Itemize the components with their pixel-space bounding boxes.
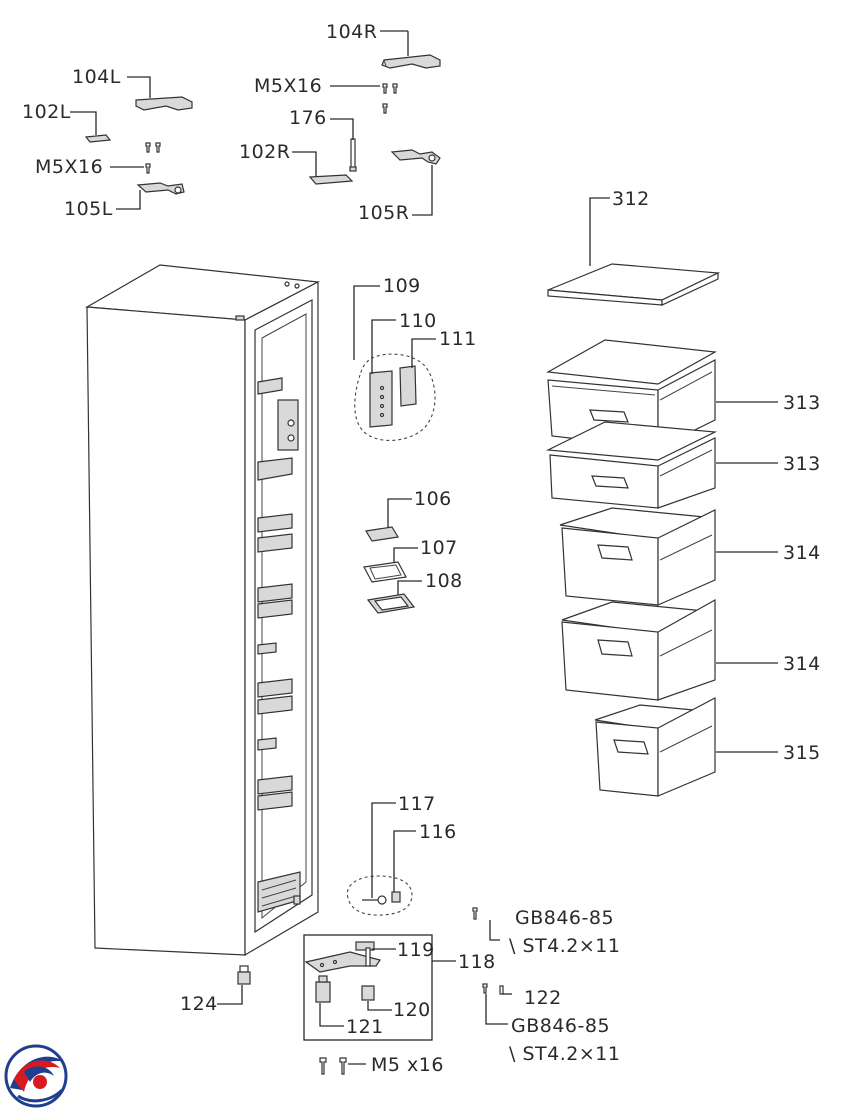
label-176: 176 bbox=[289, 107, 327, 129]
label-105L: 105L bbox=[64, 198, 113, 220]
display-group-109 bbox=[354, 353, 436, 441]
label-107: 107 bbox=[420, 537, 458, 559]
label-111: 111 bbox=[439, 328, 477, 350]
label-105R: 105R bbox=[358, 202, 409, 224]
label-109: 109 bbox=[383, 275, 421, 297]
label-117: 117 bbox=[398, 793, 436, 815]
leveling-foot-124 bbox=[237, 965, 251, 985]
box-118 bbox=[303, 934, 433, 1041]
refrigerator-cabinet bbox=[85, 264, 321, 957]
label-122: 122 bbox=[524, 987, 562, 1009]
pin-176 bbox=[349, 138, 357, 172]
drawer-314-lower bbox=[561, 598, 716, 701]
label-104L: 104L bbox=[72, 66, 121, 88]
label-104R: 104R bbox=[326, 21, 377, 43]
drawer-314-upper bbox=[559, 507, 716, 606]
label-315: 315 bbox=[783, 742, 821, 764]
hinge-cover-104R bbox=[381, 54, 441, 69]
label-313-lower: 313 bbox=[783, 453, 821, 475]
screw-122 bbox=[482, 983, 504, 995]
label-gb846-bottom-1: GB846-85 bbox=[511, 1015, 610, 1037]
label-314-lower: 314 bbox=[783, 653, 821, 675]
hinge-cover-104L bbox=[135, 96, 193, 111]
screws-m5x16-top bbox=[382, 83, 398, 114]
part-108 bbox=[366, 593, 416, 614]
hinge-105R bbox=[390, 149, 441, 165]
label-gb846-top-1: GB846-85 bbox=[515, 907, 614, 929]
part-106 bbox=[365, 526, 399, 542]
label-108: 108 bbox=[425, 570, 463, 592]
label-124: 124 bbox=[180, 993, 218, 1015]
screws-m5x16-bottom bbox=[319, 1057, 347, 1075]
cap-102R bbox=[308, 174, 354, 185]
label-120: 120 bbox=[393, 999, 431, 1021]
label-102L: 102L bbox=[22, 101, 71, 123]
sensor-group-116-117 bbox=[346, 875, 413, 916]
screws-m5x16-left bbox=[145, 142, 161, 174]
bottom-hinge-assembly bbox=[304, 941, 381, 1003]
part-107 bbox=[363, 561, 407, 583]
label-102R: 102R bbox=[239, 141, 290, 163]
label-m5x16-left: M5X16 bbox=[35, 156, 103, 178]
label-gb846-bottom-2: \ ST4.2×11 bbox=[509, 1043, 620, 1065]
screw-gb846-top bbox=[472, 907, 478, 920]
label-314-upper: 314 bbox=[783, 542, 821, 564]
label-106: 106 bbox=[414, 488, 452, 510]
label-116: 116 bbox=[419, 821, 457, 843]
glass-shelf-312 bbox=[547, 263, 721, 306]
drawer-313-lower bbox=[545, 421, 718, 509]
label-gb846-top-2: \ ST4.2×11 bbox=[509, 935, 620, 957]
label-m5x16-top: M5X16 bbox=[254, 75, 322, 97]
cap-102L bbox=[84, 134, 112, 143]
drawer-313-upper bbox=[546, 339, 717, 449]
label-110: 110 bbox=[399, 310, 437, 332]
drawer-315 bbox=[594, 697, 716, 797]
brand-logo bbox=[4, 1044, 68, 1108]
label-312: 312 bbox=[612, 188, 650, 210]
label-121: 121 bbox=[346, 1016, 384, 1038]
hinge-105L bbox=[136, 182, 185, 195]
label-119: 119 bbox=[397, 939, 435, 961]
label-313-upper: 313 bbox=[783, 392, 821, 414]
label-118: 118 bbox=[458, 951, 496, 973]
label-m5x16-bottom: M5 x16 bbox=[371, 1054, 444, 1076]
